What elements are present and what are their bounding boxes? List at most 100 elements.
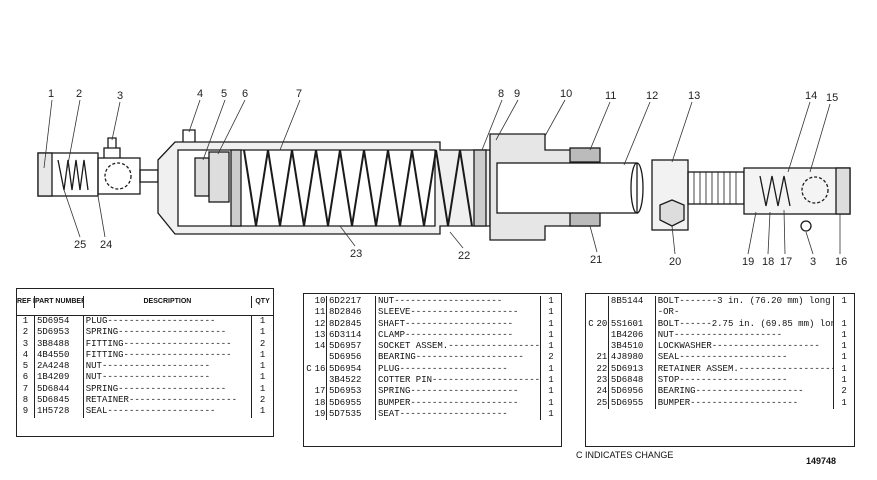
cell-ref xyxy=(596,341,609,353)
cell-ref: 13 xyxy=(314,329,327,342)
cell-ref xyxy=(596,329,609,342)
cell-change xyxy=(586,296,596,307)
cell-qty: 1 xyxy=(259,383,266,394)
header-description: DESCRIPTION xyxy=(84,296,253,308)
cell-ref: 12 xyxy=(314,318,327,330)
cell-qty: 1 xyxy=(548,341,554,352)
cell-change xyxy=(304,296,314,307)
cell-change: C xyxy=(588,318,594,329)
callout-4: 4 xyxy=(197,88,203,100)
cell-ref xyxy=(596,307,609,319)
callout-25: 25 xyxy=(74,239,86,251)
cell-qty: 2 xyxy=(259,338,266,349)
fitting-3 xyxy=(103,137,121,158)
cell-qty: 1 xyxy=(259,316,266,326)
bolt-head-20 xyxy=(659,199,685,227)
cell-part: 8B5144 xyxy=(609,296,656,308)
cell-part: 5D7535 xyxy=(327,408,376,421)
parts-table-1: REF NO PART NUMBER DESCRIPTION QTY 15D69… xyxy=(16,288,274,437)
cell-part: 5D6955 xyxy=(327,397,376,409)
cell-desc: SLEEVE-------------------- xyxy=(376,307,541,319)
callout-18: 18 xyxy=(762,256,774,268)
cell-ref: 16 xyxy=(314,363,327,376)
cell-part: 5D6913 xyxy=(609,363,656,376)
callout-21: 21 xyxy=(590,254,602,266)
callout-5: 5 xyxy=(221,88,227,100)
cell-ref: 4 xyxy=(17,349,35,362)
cell-ref: 14 xyxy=(314,341,327,353)
cell-part: 6D2217 xyxy=(327,296,376,308)
cell-change xyxy=(586,386,596,397)
cell-change xyxy=(304,352,314,363)
cell-change xyxy=(586,341,596,352)
cell-ref xyxy=(596,296,609,308)
cell-ref: 9 xyxy=(17,406,35,418)
cell-desc: SEAL-------------------- xyxy=(656,352,835,364)
retainer-right xyxy=(473,149,487,227)
cell-desc: BEARING-------------------- xyxy=(376,352,541,364)
cell-desc: COTTER PIN-------------------- xyxy=(378,375,541,387)
housing-inner xyxy=(177,149,436,227)
cell-ref: 5 xyxy=(17,361,35,373)
shaft-end xyxy=(630,162,644,214)
figure-number: 149748 xyxy=(806,456,837,466)
callout-24: 24 xyxy=(100,239,112,251)
callout-6: 6 xyxy=(242,88,248,100)
cell-ref: 11 xyxy=(314,307,327,319)
callout-10: 10 xyxy=(560,88,572,100)
callout-15: 15 xyxy=(826,92,838,104)
cell-change xyxy=(304,398,314,409)
cell-part: 3B8488 xyxy=(35,338,84,350)
cell-part: 5D6957 xyxy=(327,341,376,353)
cell-desc: FITTING-------------------- xyxy=(84,338,253,350)
cell-desc: RETAINER-------------------- xyxy=(84,395,253,407)
header-qty: QTY xyxy=(255,298,270,306)
callout-20: 20 xyxy=(669,256,681,268)
cell-desc: NUT-------------------- xyxy=(376,296,541,308)
cell-change xyxy=(304,307,314,318)
socket-assembly xyxy=(743,167,851,215)
cell-ref: 1 xyxy=(17,316,35,328)
cell-desc: -OR- xyxy=(656,307,835,319)
cell-part: 5D6953 xyxy=(327,386,376,398)
cell-qty xyxy=(834,307,854,318)
cell-qty: 1 xyxy=(841,352,847,363)
cell-part: 5D6844 xyxy=(35,383,84,396)
cell-qty: 1 xyxy=(548,363,554,374)
cell-desc: SPRING-------------------- xyxy=(84,327,253,339)
cell-ref xyxy=(314,352,327,364)
callout-22: 22 xyxy=(458,250,470,262)
cell-desc: BOLT-------3 in. (76.20 mm) long xyxy=(656,296,835,308)
cell-qty: 1 xyxy=(841,341,847,352)
cell-ref: 20 xyxy=(596,318,609,330)
cell-change xyxy=(304,330,314,341)
cell-desc: RETAINER ASSEM.-------------------- xyxy=(657,363,835,376)
cell-part: 2A4248 xyxy=(35,361,84,373)
cell-part: 6D3114 xyxy=(327,329,376,342)
cell-qty: 1 xyxy=(841,363,847,374)
plug-16 xyxy=(835,167,851,215)
callout-13: 13 xyxy=(688,90,700,102)
retainer-left xyxy=(230,149,242,227)
cell-qty: 1 xyxy=(841,375,847,386)
callout-8: 8 xyxy=(498,88,504,100)
cell-desc: BOLT------2.75 in. (69.85 mm) long xyxy=(657,318,835,330)
header-ref: REF NO xyxy=(17,296,35,308)
cell-ref: 25 xyxy=(596,397,609,409)
table-row: -OR- xyxy=(586,307,854,319)
nut-6 xyxy=(208,151,230,203)
plug-end xyxy=(37,152,53,197)
callout-12: 12 xyxy=(646,90,658,102)
cell-qty: 1 xyxy=(548,386,554,397)
cell-ref xyxy=(314,375,327,387)
cell-part: 1B4206 xyxy=(609,329,656,342)
